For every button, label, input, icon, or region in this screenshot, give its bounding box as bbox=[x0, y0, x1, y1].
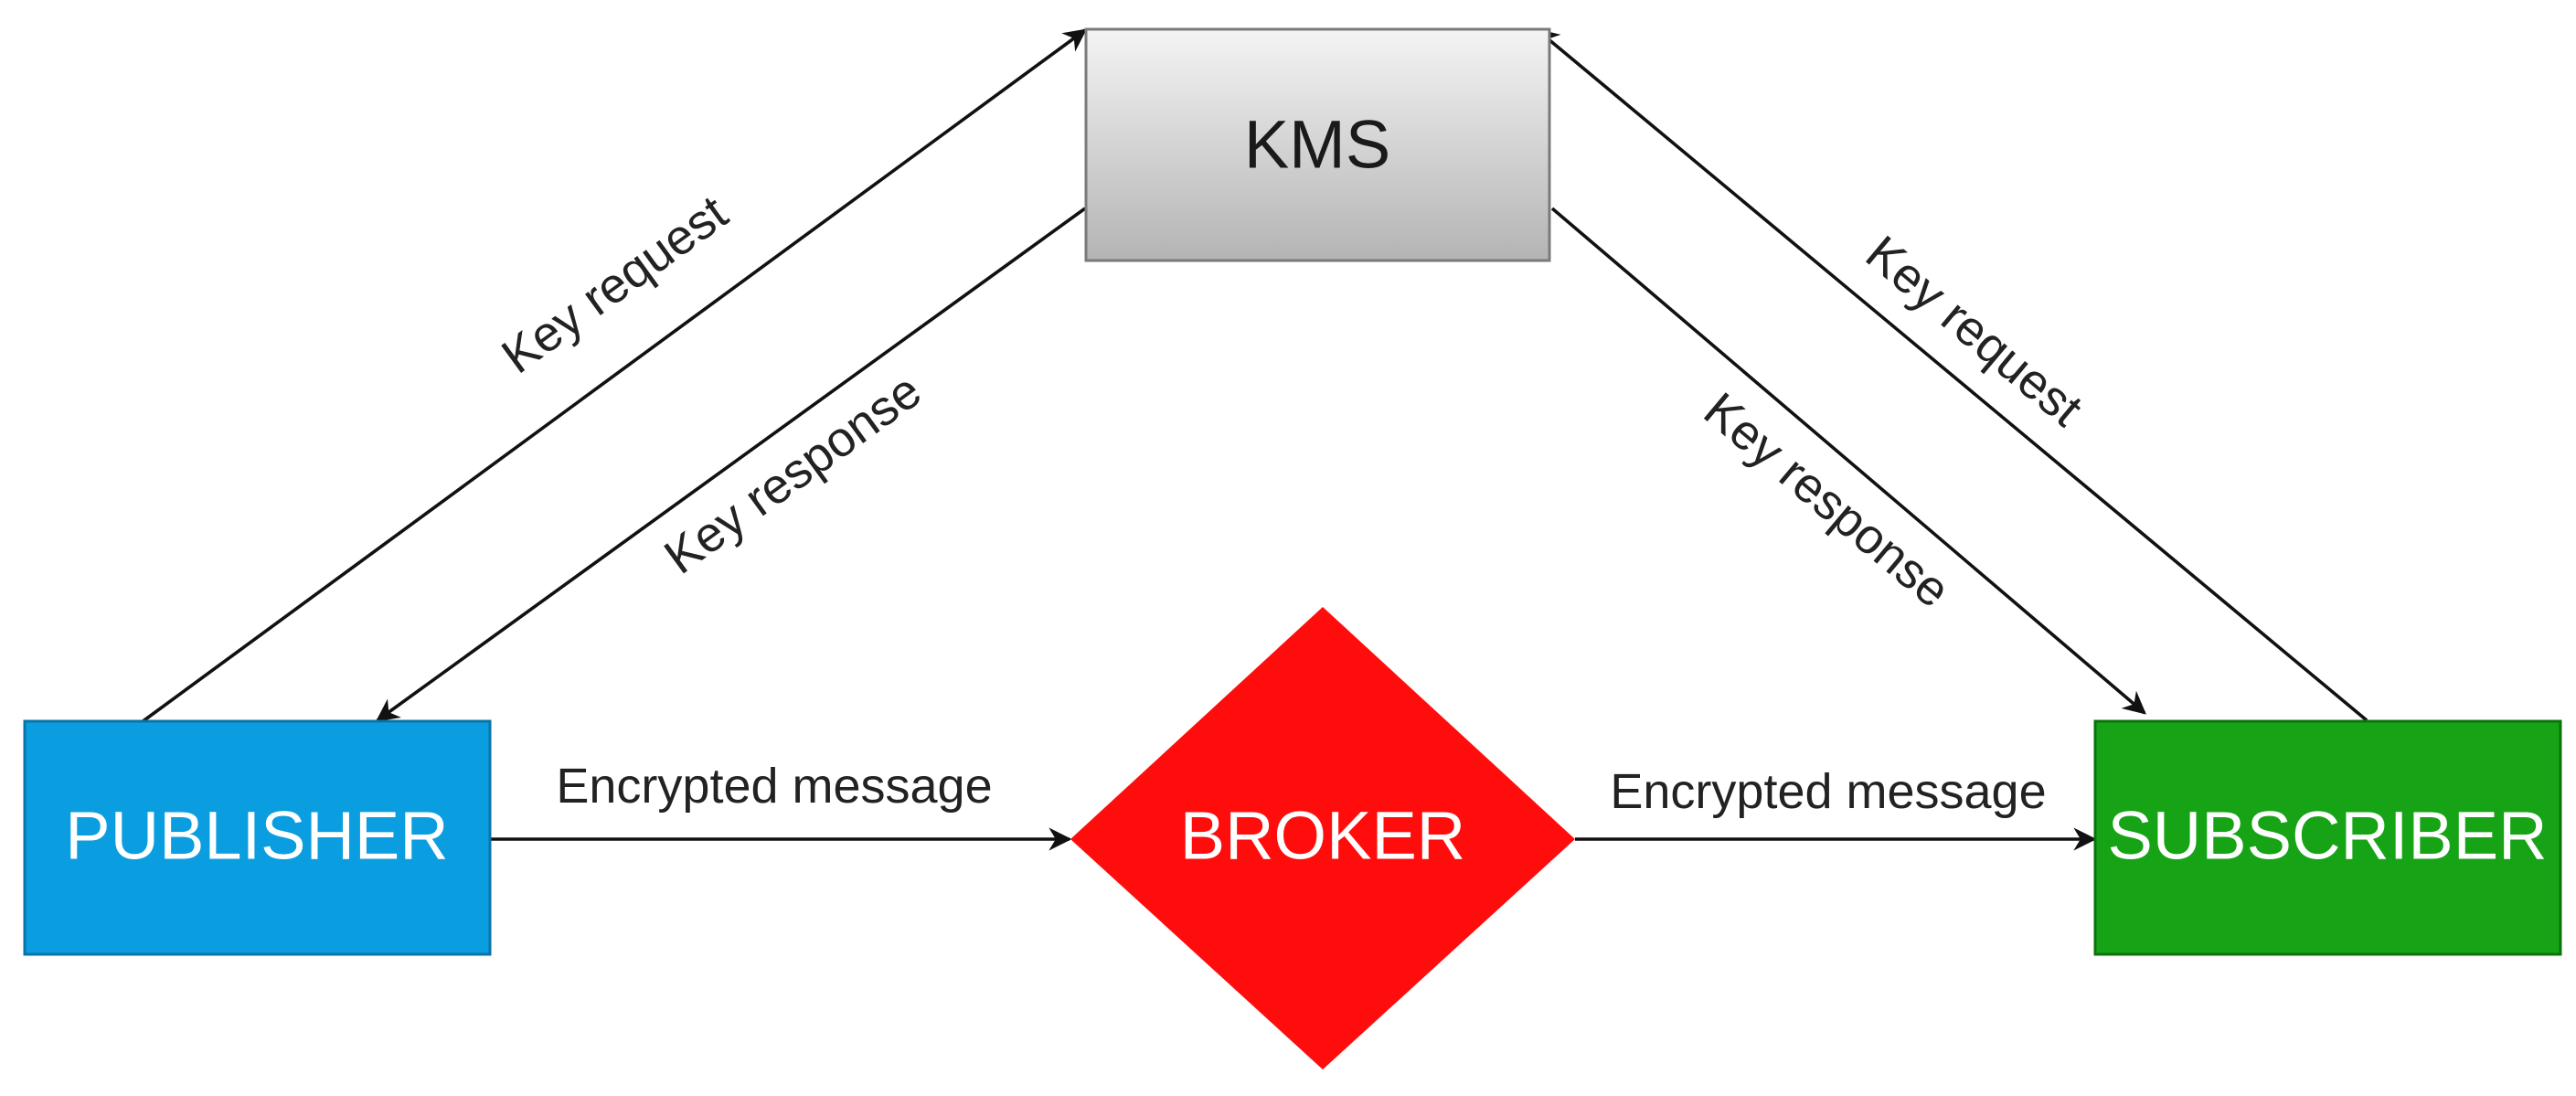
label-key-request-publisher: Key request bbox=[492, 185, 737, 384]
node-broker: BROKER bbox=[1070, 607, 1575, 1069]
edge-kms-to-publisher bbox=[375, 207, 1087, 722]
edge-subscriber-to-kms bbox=[1536, 28, 2368, 722]
subscriber-label: SUBSCRIBER bbox=[2107, 798, 2547, 874]
subscriber-box bbox=[2093, 719, 2562, 956]
node-publisher: PUBLISHER bbox=[23, 719, 492, 956]
broker-label: BROKER bbox=[1180, 798, 1466, 874]
kms-box bbox=[1084, 27, 1551, 262]
edge-kms-to-subscriber bbox=[1550, 207, 2146, 715]
publisher-label: PUBLISHER bbox=[65, 798, 448, 874]
label-key-response-publisher: Key response bbox=[655, 363, 931, 585]
label-key-response-subscriber: Key response bbox=[1694, 382, 1961, 618]
label-encrypted-message-subscriber: Encrypted message bbox=[1610, 764, 2046, 819]
node-kms: KMS bbox=[1084, 27, 1551, 262]
publisher-box bbox=[23, 719, 492, 956]
node-subscriber: SUBSCRIBER bbox=[2093, 719, 2562, 956]
edges bbox=[140, 28, 2368, 851]
edge-publisher-to-kms bbox=[140, 28, 1088, 724]
broker-diamond bbox=[1070, 607, 1575, 1069]
label-key-request-subscriber: Key request bbox=[1856, 226, 2092, 437]
label-encrypted-message-publisher: Encrypted message bbox=[556, 759, 992, 814]
kms-label: KMS bbox=[1244, 107, 1390, 183]
